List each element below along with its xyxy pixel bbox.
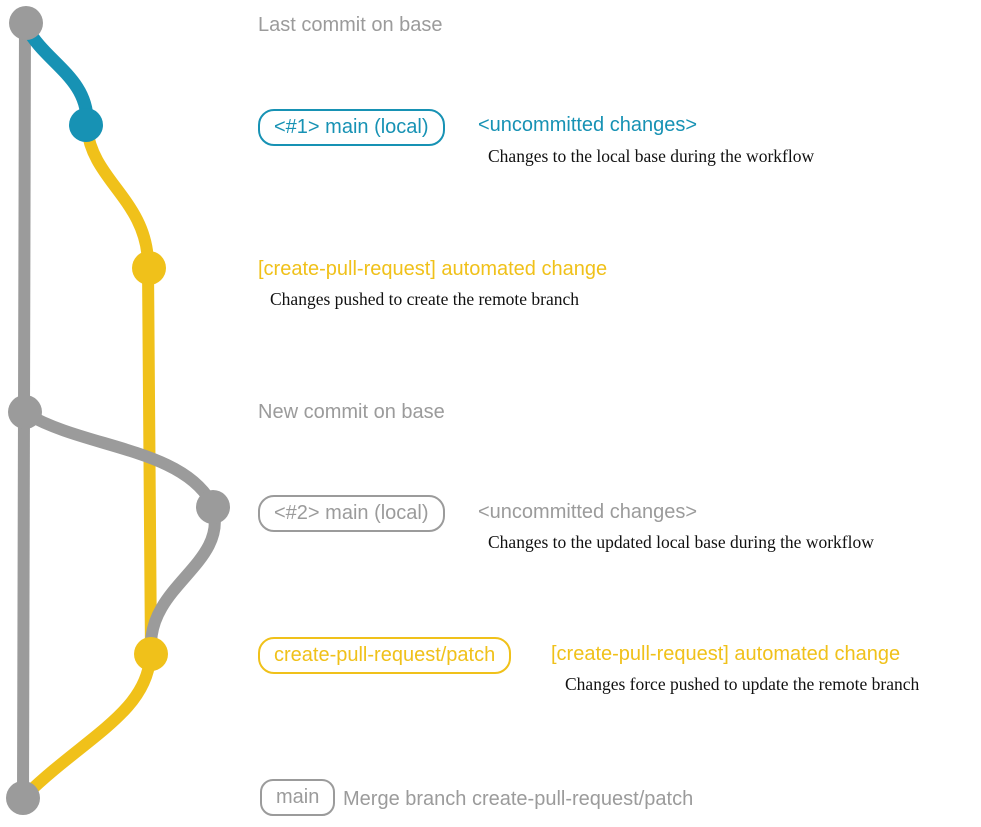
edge-base-to-local2 (21, 408, 217, 508)
automated-change-title-2: [create-pull-request] automated change (551, 643, 901, 665)
commit-node-local2 (196, 490, 230, 524)
commit-node-last-base (9, 6, 43, 40)
commit-node-push1 (132, 251, 166, 285)
last-commit-label: Last commit on base (258, 14, 443, 36)
branch-pill-create-pull-request-patch: create-pull-request/patch (258, 637, 512, 674)
commit-node-push2 (134, 637, 168, 671)
edge-push2-to-merge (21, 652, 156, 800)
branch-graph (6, 6, 230, 815)
automated-change-note-2: Changes force pushed to update the remot… (565, 674, 920, 694)
uncommitted-changes-note-2: Changes to the updated local base during… (488, 532, 874, 552)
uncommitted-changes-note-1: Changes to the local base during the wor… (488, 146, 815, 166)
uncommitted-changes-title-1: <uncommitted changes> (478, 114, 698, 136)
merge-commit-title: Merge branch create-pull-request/patch (343, 788, 694, 810)
uncommitted-changes-title-2: <uncommitted changes> (478, 501, 698, 523)
commit-node-merge (6, 781, 40, 815)
branch-pill-main-local-1: <#1> main (local) (258, 109, 445, 146)
commit-node-local1 (69, 108, 103, 142)
new-commit-label: New commit on base (258, 401, 445, 423)
branch-pill-main-local-2: <#2> main (local) (258, 495, 445, 532)
automated-change-title-1: [create-pull-request] automated change (258, 258, 608, 280)
branch-pill-main: main (260, 779, 336, 816)
commit-node-new-base (8, 395, 42, 429)
edge-base-to-local1 (20, 21, 94, 129)
edge-local1-to-push1 (81, 122, 154, 268)
edge-local2-to-push2 (144, 502, 221, 652)
automated-change-note-1: Changes pushed to create the remote bran… (270, 289, 580, 309)
